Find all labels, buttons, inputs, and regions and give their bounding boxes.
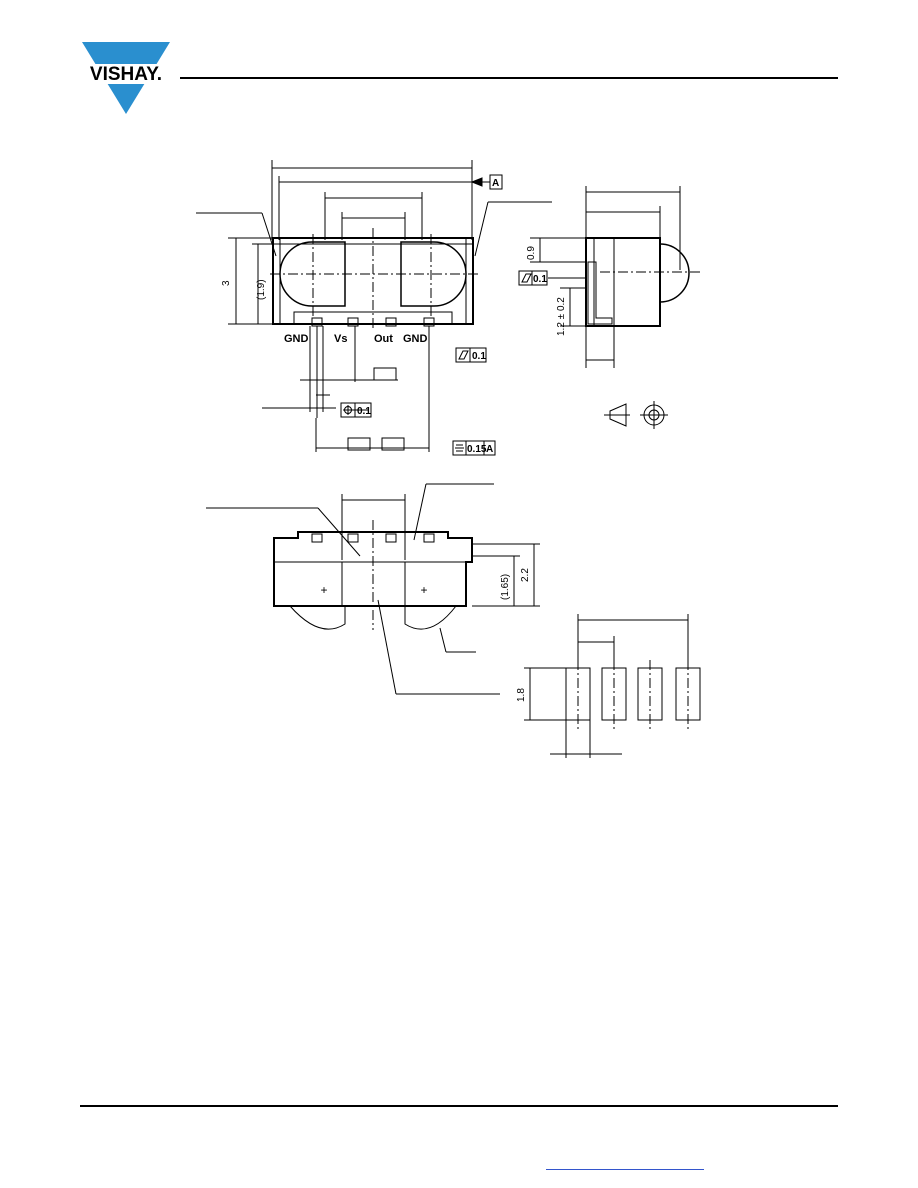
- header-rule: [180, 77, 838, 79]
- footer-rule: [80, 1105, 838, 1107]
- datum-a-label: A: [492, 178, 499, 189]
- pin-label-out: Out: [374, 333, 393, 345]
- symmetry-tolerance-value: 0.15: [467, 444, 487, 455]
- dim-height-3: 3: [221, 280, 232, 286]
- logo-text: VISHAY.: [90, 64, 162, 85]
- dim-2-2: 2.2: [520, 568, 531, 582]
- footprint-view: [524, 614, 701, 758]
- dim-1-65: (1.65): [500, 574, 511, 600]
- flatness-front-value: 0.1: [472, 351, 486, 362]
- dim-1-2: 1.2 ± 0.2: [556, 297, 567, 336]
- pin-label-gnd-1: GND: [284, 333, 309, 345]
- footer-link[interactable]: [546, 1155, 704, 1170]
- svg-text:+: +: [320, 583, 327, 597]
- pin-label-vs: Vs: [334, 333, 347, 345]
- vishay-logo: VISHAY.: [78, 42, 174, 114]
- symmetry-datum-label: A: [486, 444, 493, 455]
- side-view: [530, 186, 700, 429]
- flatness-side-value: 0.1: [533, 274, 547, 285]
- dim-0-9: 0.9: [526, 246, 537, 260]
- logo-text-backdrop: [78, 64, 174, 84]
- top-view: + +: [206, 483, 540, 695]
- dim-1-8: 1.8: [516, 688, 527, 702]
- front-view: [196, 160, 552, 452]
- position-tolerance-value: 0.1: [357, 406, 371, 417]
- dim-height-1-9: (1.9): [256, 279, 267, 300]
- svg-text:+: +: [420, 583, 427, 597]
- pin-label-gnd-2: GND: [403, 333, 428, 345]
